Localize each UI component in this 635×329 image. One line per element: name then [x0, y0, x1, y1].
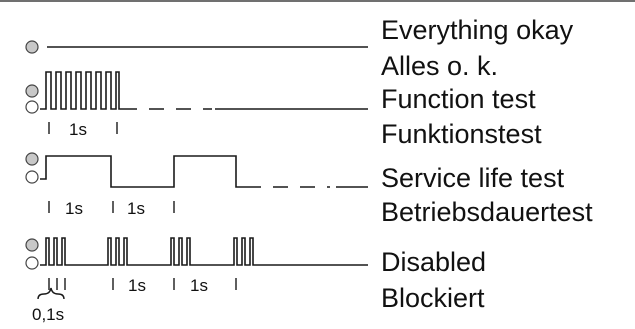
status-label-de: Alles o. k.: [381, 51, 498, 81]
duration-1s-label: 1s: [128, 276, 146, 295]
duration-1s-label: 1s: [190, 276, 208, 295]
burst-flash-signal: [40, 237, 368, 266]
pulse-width-label: 0,1s: [32, 305, 64, 324]
fast-flash-signal: [40, 71, 122, 110]
row-service-life-test: 1s 1s Service life test Betriebsdauertes…: [25, 152, 593, 227]
led-lit-icon: [25, 238, 39, 252]
row-everything-okay: Everything okay Alles o. k.: [25, 15, 574, 81]
status-label-en: Service life test: [381, 163, 565, 193]
led-lit-icon: [25, 152, 39, 166]
status-label-de: Betriebsdauertest: [381, 197, 593, 227]
long-pulse-signal: [40, 155, 246, 188]
status-label-en: Everything okay: [381, 15, 574, 45]
row-function-test: 1s Function test Funktionstest: [25, 71, 542, 149]
led-unlit-icon: [25, 100, 39, 114]
led-unlit-icon: [25, 256, 39, 270]
status-label-de: Blockiert: [381, 283, 485, 313]
duration-1s-label: 1s: [65, 199, 83, 218]
status-label-en: Disabled: [381, 247, 486, 277]
row-disabled: 1s 1s 0,1s Disabled Blockiert: [25, 237, 486, 324]
led-unlit-icon: [25, 170, 39, 184]
status-label-en: Function test: [381, 84, 536, 114]
duration-1s-label: 1s: [69, 120, 87, 139]
status-label-de: Funktionstest: [381, 119, 542, 149]
led-lit-icon: [25, 40, 39, 54]
led-lit-icon: [25, 84, 39, 98]
duration-1s-label: 1s: [127, 199, 145, 218]
pulse-width-brace: [37, 287, 65, 300]
